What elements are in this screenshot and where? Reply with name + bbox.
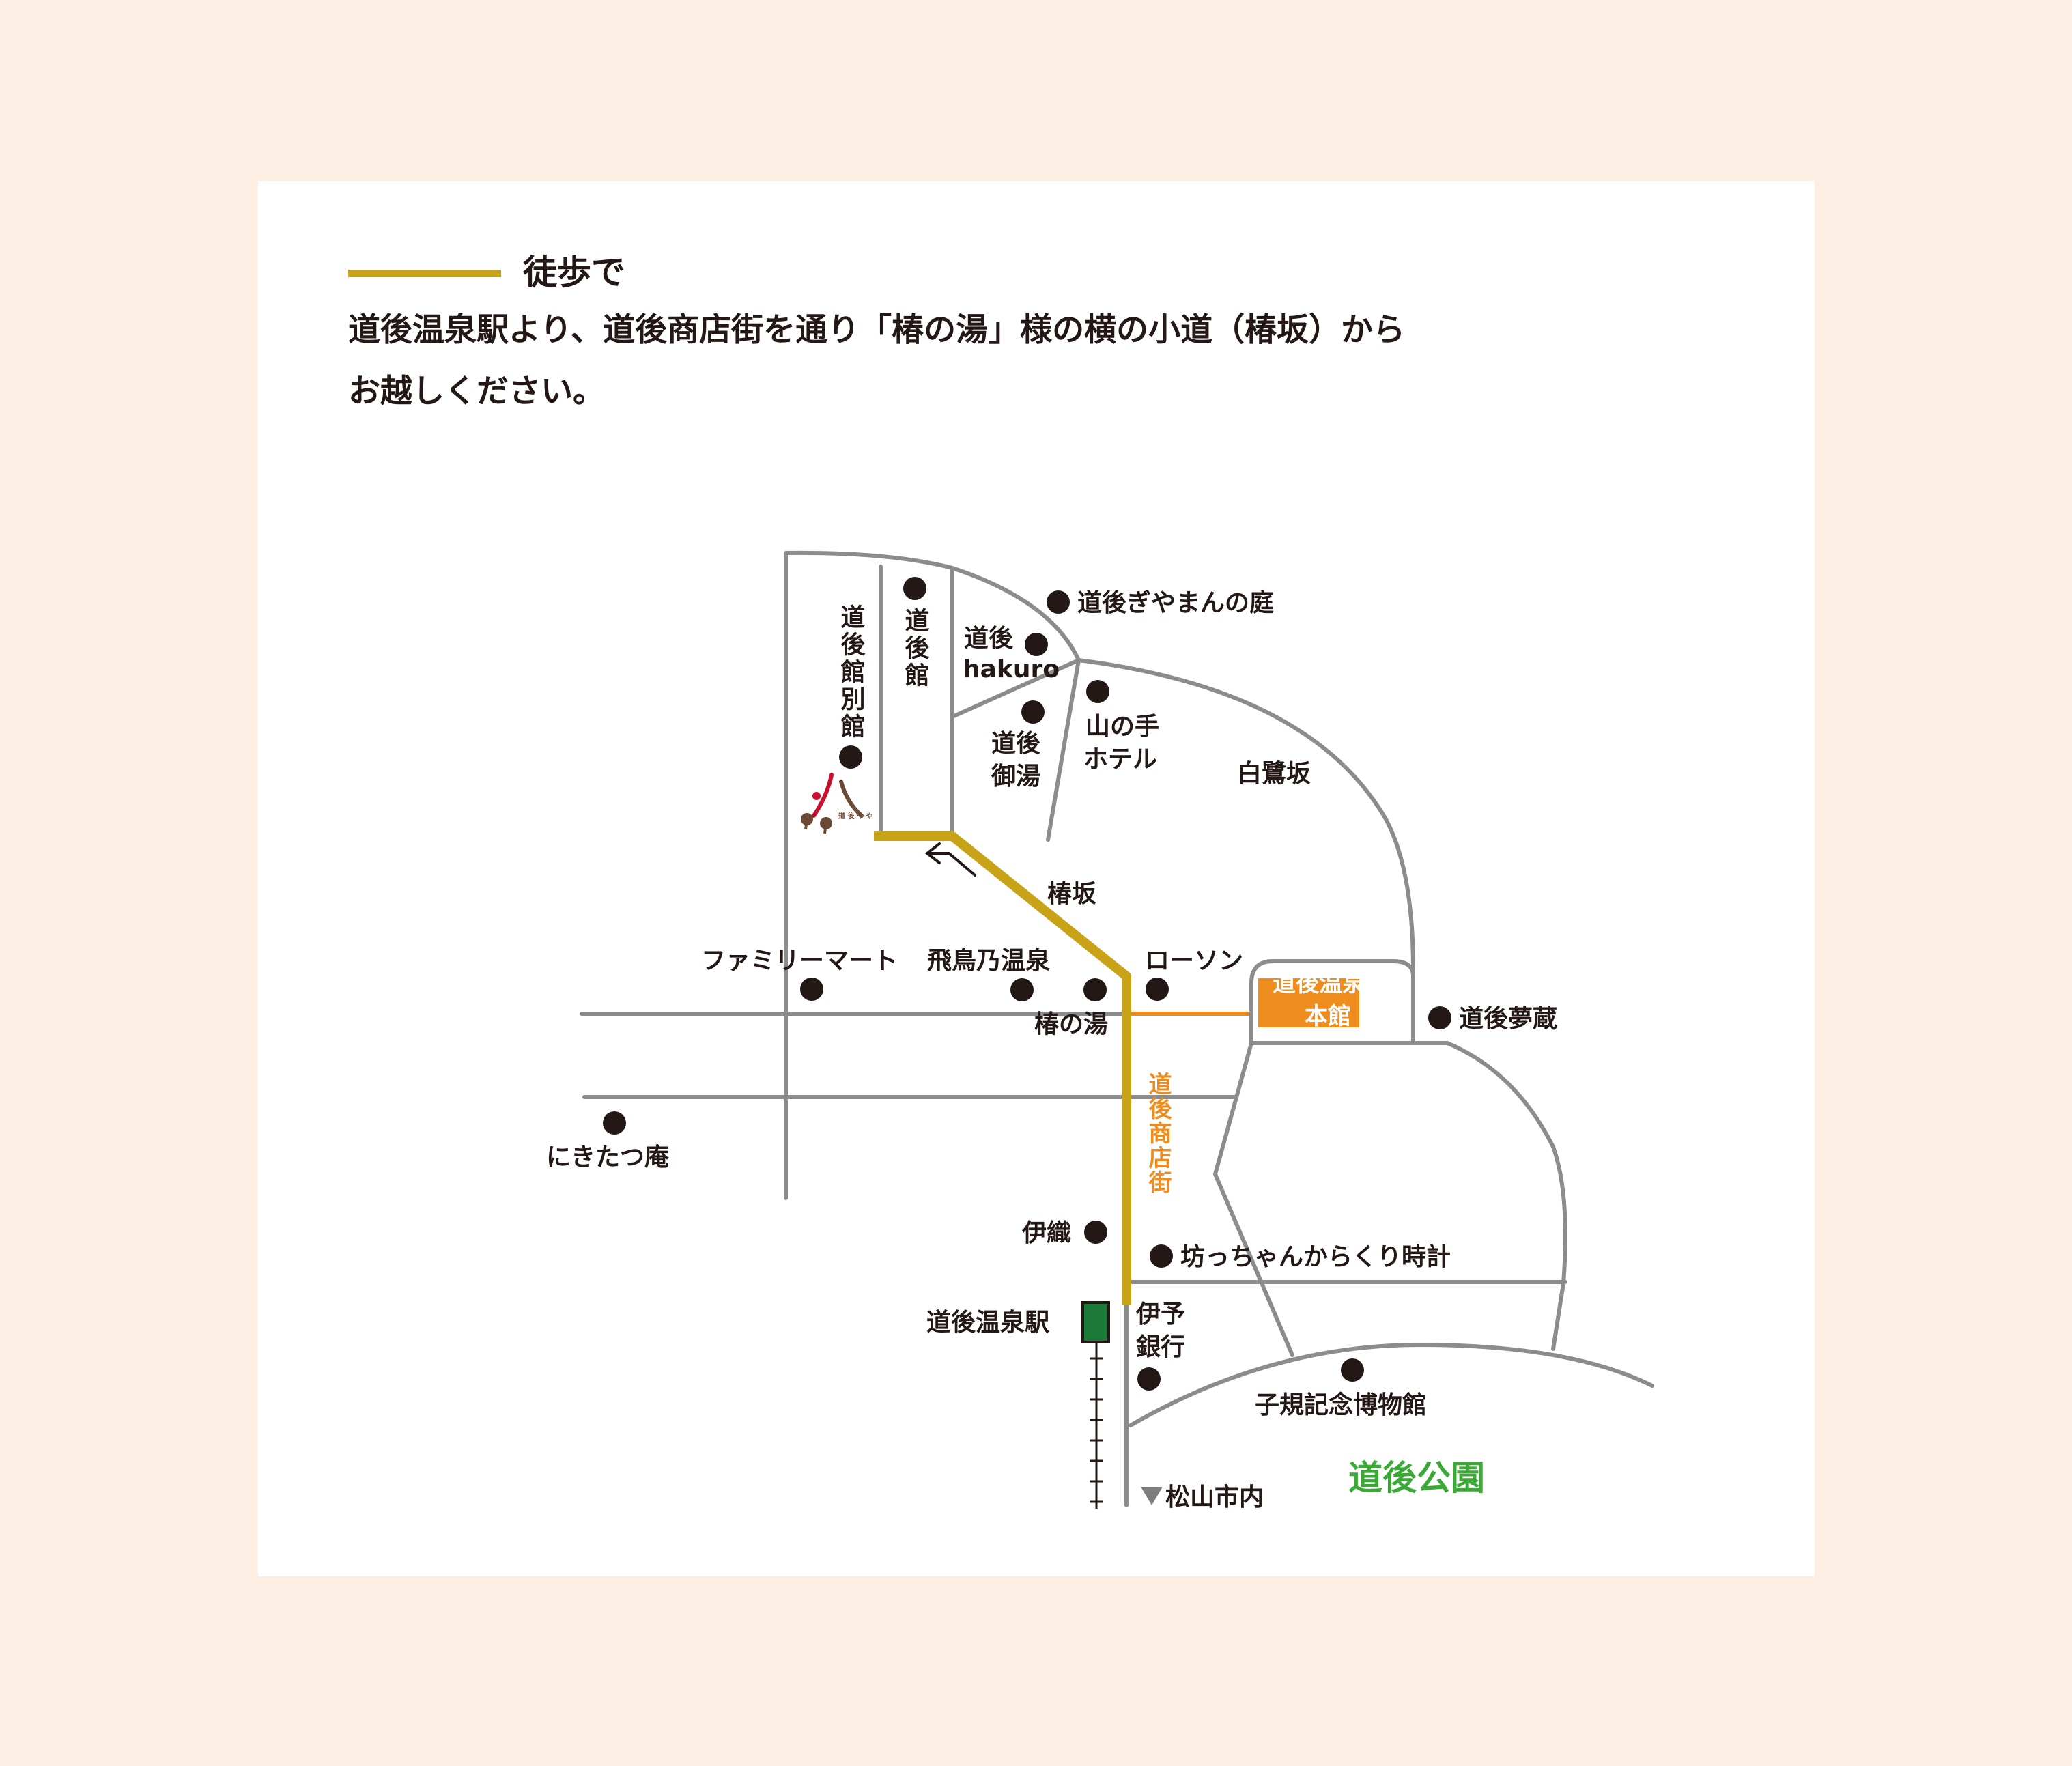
marker-lawson [1146,978,1169,1001]
marker-iyo [1137,1367,1161,1391]
marker-tsubaki-no-yu [1083,978,1107,1001]
label-dogokan-bekkan: 道後館別館 [837,604,866,741]
road-dogokan-box [879,565,954,838]
label-honkan-1: 道後温泉 [1273,970,1365,997]
label-dogokan: 道後館 [901,608,930,689]
label-familymart: ファミリーマート [701,947,898,975]
marker-gyaman [1047,590,1070,614]
marker-ori [1084,1221,1107,1244]
walk-route-legend-line [348,270,501,277]
marker-dogokan-bekkan [839,745,862,769]
label-matsuyama: 松山市内 [1165,1483,1264,1511]
route-description-line-2: お越しください。 [348,373,605,410]
label-iyo-2: 銀行 [1136,1333,1185,1361]
hotel-logo-icon: 道 後 や や [801,773,872,834]
label-yamanote-1: 山の手 [1085,713,1159,741]
road-honkan-loop [1249,959,1415,1045]
label-park: 道後公園 [1348,1458,1485,1498]
label-hakuro-1: 道後 [964,625,1014,653]
road-shirasagi [1077,658,1415,1045]
marker-asuka [1010,978,1034,1001]
label-nikitatsu: にきたつ庵 [546,1143,669,1171]
label-lawson: ローソン [1145,947,1243,975]
label-shotengai: 道後商店街 [1144,1072,1172,1195]
legend-label: 徒歩で [523,252,625,292]
label-tsubakizaka: 椿坂 [1047,880,1096,908]
road-goyu [1046,658,1081,842]
label-asuka: 飛鳥乃温泉 [927,947,1050,975]
label-ori: 伊織 [1021,1219,1071,1247]
label-goyu-1: 道後 [991,730,1041,758]
label-iyo-1: 伊予 [1135,1300,1185,1328]
markers [603,577,1451,1391]
label-karakuri: 坊っちゃんからくり時計 [1180,1243,1451,1271]
walk-route [874,831,1131,1305]
label-honkan-2: 本館 [1305,1003,1351,1030]
road-zigzag [1213,1041,1294,1357]
road-hakuro-arc [950,566,1081,662]
marker-dogokan [903,577,926,600]
triangle-down-icon [1141,1487,1163,1505]
label-shiki: 子規記念博物館 [1255,1391,1427,1419]
marker-nikitatsu [603,1111,626,1135]
marker-hakuro [1025,633,1048,656]
label-station: 道後温泉駅 [926,1309,1049,1337]
label-goyu-2: 御湯 [991,763,1040,791]
turn-arrow-icon [924,842,976,877]
marker-goyu [1021,700,1045,724]
label-shirasagi: 白鷺坂 [1237,760,1311,788]
marker-yumekura [1428,1006,1451,1029]
label-yumekura: 道後夢蔵 [1459,1005,1557,1033]
railway [1090,1335,1103,1509]
marker-yamanote [1086,680,1109,703]
route-description-line-1: 道後温泉駅より、道後商店街を通り「椿の湯」様の横の小道（椿坂）から [348,311,1406,349]
station-icon [1081,1301,1110,1343]
marker-shiki [1341,1358,1364,1382]
roads [580,550,1654,1507]
label-hakuro-2: hakuro [963,655,1060,683]
hotel-logo-text: 道 後 や や [838,812,872,821]
marker-karakuri [1150,1244,1173,1268]
label-tsubaki-no-yu: 椿の湯 [1034,1010,1108,1038]
label-yamanote-2: ホテル [1083,745,1157,773]
road-park-arc [1129,1343,1654,1427]
road-east-curve [1445,1041,1567,1351]
honkan-box [1258,978,1359,1027]
label-gyaman: 道後ぎやまんの庭 [1077,589,1274,617]
road-hakuro-branch [950,658,1081,719]
marker-familymart [800,978,823,1001]
road-west-vertical [784,550,954,1200]
